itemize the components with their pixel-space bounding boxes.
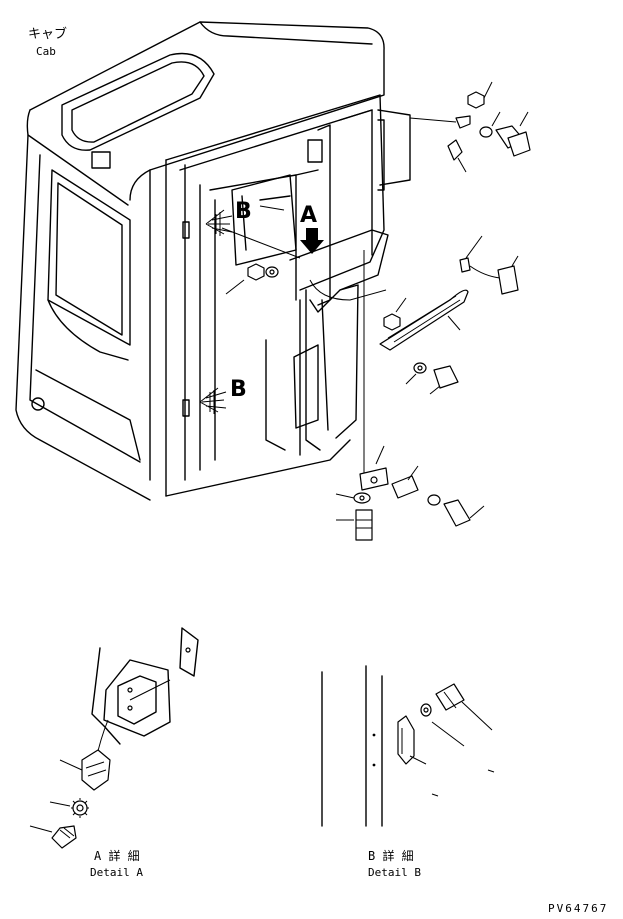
cab-label-en: Cab xyxy=(36,45,56,58)
view-label-b-upper: B xyxy=(235,199,252,224)
fastener-group-upper xyxy=(409,81,531,173)
detail-b: B 詳 細 Detail B xyxy=(321,665,495,879)
fastener-group-middle xyxy=(379,235,519,395)
part-code: PV64767 xyxy=(548,902,608,915)
fastener-group-lower xyxy=(335,445,485,541)
view-arrow-b-upper: B xyxy=(205,199,252,236)
view-label-a: A xyxy=(300,203,317,228)
view-label-b-lower: B xyxy=(230,377,247,402)
view-arrow-a: A xyxy=(300,203,324,254)
detail-a: A 詳 細 Detail A xyxy=(29,627,199,879)
nut-washer-center xyxy=(225,263,279,295)
detail-b-label-en: Detail B xyxy=(368,866,421,879)
detail-b-label-jp: B 詳 細 xyxy=(368,848,414,863)
cab-label-jp: キャブ xyxy=(28,26,67,42)
hatched-arrow-left-icon xyxy=(205,209,233,236)
arrow-down-icon xyxy=(300,228,324,254)
view-arrow-b-lower: B xyxy=(199,377,247,414)
hatched-arrow-left-icon xyxy=(199,387,227,414)
cab-body xyxy=(15,21,411,501)
detail-a-label-jp: A 詳 細 xyxy=(94,848,140,863)
detail-a-label-en: Detail A xyxy=(90,866,143,879)
